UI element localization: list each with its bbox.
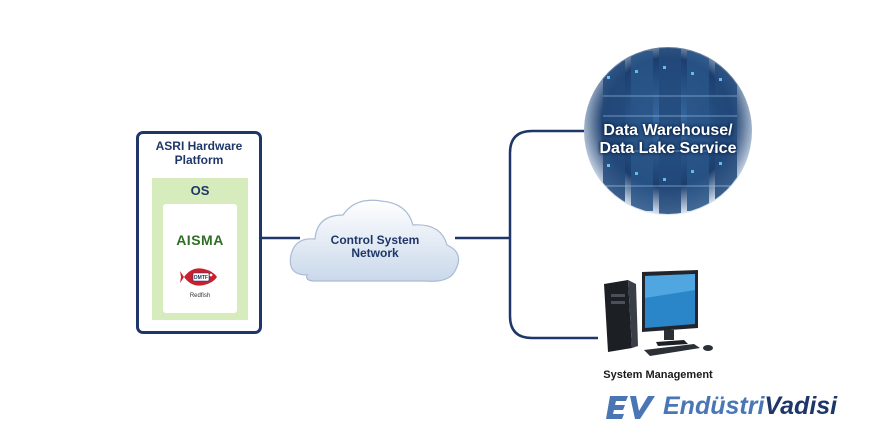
platform-title-line1: ASRI Hardware [155, 139, 243, 153]
desktop-computer-icon [604, 270, 713, 356]
ev-logo-icon [606, 396, 655, 419]
branch-to-computer-line [508, 238, 598, 340]
system-management-label: System Management [603, 369, 713, 381]
brand-text: EndüstriVadisi [663, 392, 837, 420]
endustri-vadisi-watermark: EndüstriVadisi [606, 390, 862, 424]
cloud-label-line2: Network [351, 246, 399, 260]
server-rack-icon [584, 47, 752, 215]
branch-to-warehouse-line [508, 129, 590, 238]
brand-text-part2: Vadisi [764, 392, 838, 420]
data-warehouse-label: Data Warehouse/ Data Lake Service [583, 122, 753, 158]
cloud-label-line1: Control System [330, 233, 420, 247]
platform-title-line2: Platform [174, 153, 224, 167]
data-warehouse-label-line1: Data Warehouse/ [603, 122, 733, 139]
redfish-label: Redfish [189, 293, 211, 299]
asri-hardware-platform-box: ASRI Hardware Platform OS AISMA DMTF Red… [136, 131, 262, 334]
cloud-icon [289, 199, 460, 282]
dmtf-badge: DMTF [194, 275, 208, 281]
brand-text-part1: Endüstri [663, 392, 765, 420]
redfish-fish-icon: DMTF [180, 268, 217, 286]
os-logo-panel: AISMA DMTF Redfish [163, 204, 237, 313]
aisma-logo: AISMA [176, 232, 224, 248]
platform-title: ASRI Hardware Platform [139, 139, 259, 167]
os-box: OS AISMA DMTF Redfish [152, 178, 248, 320]
data-warehouse-label-line2: Data Lake Service [599, 140, 737, 157]
cloud-label: Control System Network [305, 234, 445, 260]
os-label: OS [190, 183, 210, 198]
